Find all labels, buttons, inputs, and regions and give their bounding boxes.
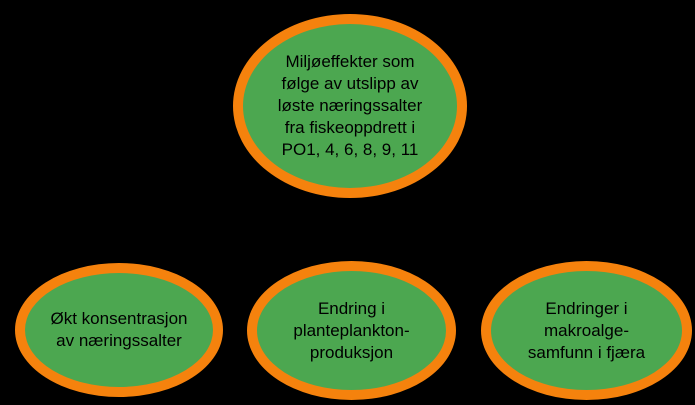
diagram-node-okt-konsentrasjon-label: Økt konsentrasjon av næringssalter — [50, 309, 188, 350]
diagram-node-planteplankton: Endring i planteplankton- produksjon — [247, 261, 456, 400]
diagram-node-root: Miljøeffekter som følge av utslipp av lø… — [233, 14, 467, 198]
diagram-node-makroalge-label: Endringer i makroalge- samfunn i fjæra — [527, 298, 646, 362]
diagram-node-okt-konsentrasjon: Økt konsentrasjon av næringssalter — [15, 263, 223, 397]
diagram-node-makroalge: Endringer i makroalge- samfunn i fjæra — [481, 261, 692, 400]
diagram-node-root-label: Miljøeffekter som følge av utslipp av lø… — [277, 52, 423, 159]
diagram-node-planteplankton-label: Endring i planteplankton- produksjon — [293, 298, 410, 362]
